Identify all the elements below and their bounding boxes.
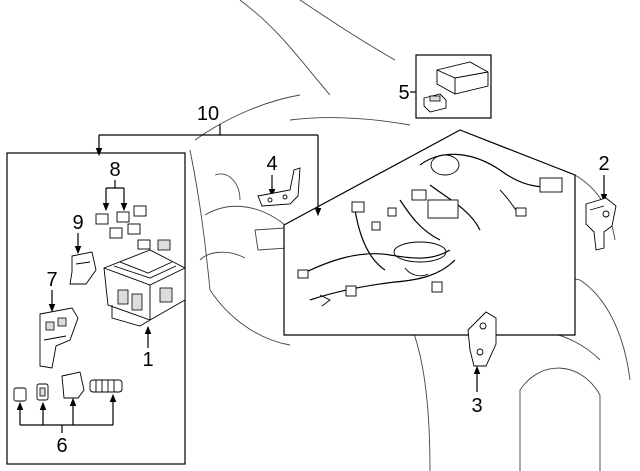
callout-number-7: 7	[46, 269, 57, 291]
callout-number-2: 2	[598, 153, 609, 175]
callout-number-1: 1	[142, 349, 153, 371]
callout-6-leader	[16, 393, 117, 433]
callout-number-4: 4	[266, 153, 277, 175]
part-5-module	[423, 61, 489, 113]
part-3-bracket	[467, 311, 497, 367]
callout-number-5: 5	[398, 82, 409, 104]
callout-number-8: 8	[109, 159, 120, 181]
callout-number-6: 6	[56, 435, 67, 457]
callout-number-10: 10	[197, 103, 219, 125]
callout-8-leader	[102, 180, 128, 212]
part-7-bracket	[39, 307, 79, 369]
part-2-bracket	[585, 197, 617, 251]
callout-10-leader	[95, 124, 322, 217]
engine-wiring-harness	[297, 153, 563, 307]
callout-number-3: 3	[471, 395, 482, 417]
part-1-relay-box	[103, 249, 186, 327]
part-4-bracket	[257, 167, 301, 207]
part-6-fasteners	[13, 371, 123, 402]
callout-number-9: 9	[72, 212, 83, 234]
part-8-relays	[95, 205, 171, 251]
harness-inset-frame	[283, 129, 576, 336]
part-9-bracket	[69, 251, 97, 285]
